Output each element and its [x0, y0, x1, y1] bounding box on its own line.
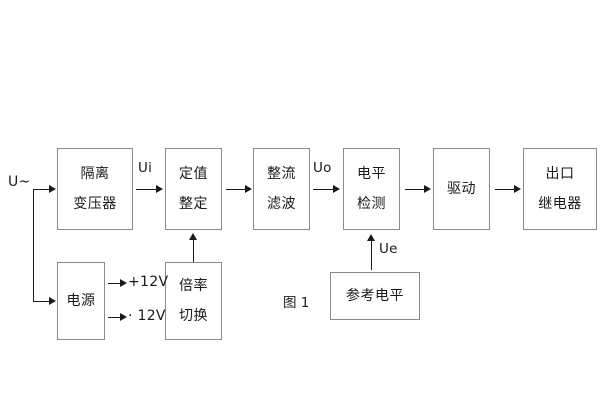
block-multiplier-switch[interactable]: 倍率 切换: [165, 262, 222, 340]
figure-caption: 图 1: [283, 295, 310, 311]
block-output-relay-line2: 继电器: [538, 195, 582, 212]
block-rectify-filter-line2: 滤波: [267, 195, 296, 212]
ui-arrow-head-icon: [156, 185, 163, 193]
block-rectify-filter-line1: 整流: [267, 165, 296, 182]
block-setting-value-line2: 整定: [179, 195, 208, 212]
input-branch-bottom-arrow-icon: [49, 297, 56, 305]
block-setting-value-line1: 定值: [179, 165, 208, 182]
setting-to-rectify-arrow-icon: [245, 185, 252, 193]
block-level-detection-line2: 检测: [357, 195, 386, 212]
block-power-supply-line1: 电源: [66, 292, 96, 309]
block-rectify-filter[interactable]: 整流 滤波: [253, 148, 310, 230]
block-output-relay[interactable]: 出口 继电器: [523, 148, 597, 230]
multiplier-to-setting-arrow-icon: [189, 233, 197, 240]
block-setting-value[interactable]: 定值 整定: [165, 148, 222, 230]
block-multiplier-switch-line1: 倍率: [179, 277, 208, 294]
input-branch-top-line: [33, 189, 50, 190]
setting-to-rectify-line: [226, 189, 247, 190]
ue-arrow-line: [371, 241, 372, 270]
rail-positive-arrow-icon: [120, 279, 127, 287]
block-drive[interactable]: 驱动: [433, 148, 490, 230]
uo-label: Uo: [313, 160, 332, 176]
block-drive-line1: 驱动: [447, 180, 476, 197]
rail-negative-label: · 12V: [128, 308, 166, 324]
input-branch-top-arrow-icon: [49, 185, 56, 193]
ue-arrow-head-icon: [367, 234, 375, 241]
block-isolation-transformer-line2: 变压器: [73, 195, 117, 212]
ui-arrow-line: [136, 189, 158, 190]
level-to-drive-arrow-icon: [424, 185, 431, 193]
block-reference-level[interactable]: 参考电平: [330, 272, 420, 320]
input-voltage-label: U~: [8, 174, 31, 190]
input-branch-bottom-line: [33, 301, 50, 302]
uo-arrow-head-icon: [333, 185, 340, 193]
ui-label: Ui: [138, 160, 153, 176]
level-to-drive-line: [405, 189, 426, 190]
rail-negative-line: [108, 317, 122, 318]
block-reference-level-line1: 参考电平: [346, 287, 404, 304]
rail-negative-arrow-icon: [120, 313, 127, 321]
block-level-detection[interactable]: 电平 检测: [343, 148, 400, 230]
block-isolation-transformer-line1: 隔离: [80, 165, 110, 182]
uo-arrow-line: [313, 189, 335, 190]
block-output-relay-line1: 出口: [545, 165, 575, 182]
block-level-detection-line1: 电平: [357, 165, 386, 182]
ue-label: Ue: [379, 241, 398, 257]
block-isolation-transformer[interactable]: 隔离 变压器: [57, 148, 133, 230]
drive-to-relay-arrow-icon: [514, 185, 521, 193]
block-multiplier-switch-line2: 切换: [179, 307, 208, 324]
block-power-supply[interactable]: 电源: [57, 262, 105, 340]
input-bus-vertical: [33, 189, 34, 301]
rail-positive-label: +12V: [128, 274, 169, 290]
multiplier-to-setting-line: [193, 240, 194, 262]
drive-to-relay-line: [495, 189, 516, 190]
rail-positive-line: [108, 283, 122, 284]
